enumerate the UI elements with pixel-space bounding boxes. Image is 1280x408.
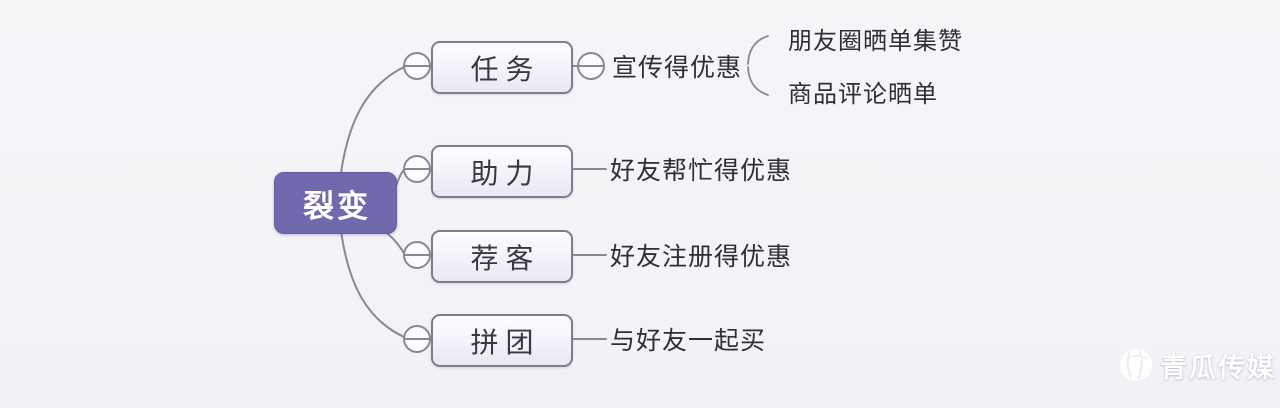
watermark-text: 青瓜传媒 xyxy=(1160,352,1276,383)
child-node-xuanchuan[interactable]: 宣传得优惠 xyxy=(612,54,743,82)
branch-node-renwu[interactable]: 任务 xyxy=(431,41,573,94)
collapse-icon-pintuan[interactable] xyxy=(403,325,431,353)
leaf-node-pengyouquan[interactable]: 朋友圈晒单集赞 xyxy=(788,27,963,55)
child-node-haoyou-bangmang[interactable]: 好友帮忙得优惠 xyxy=(610,157,793,185)
child-node-yihaoyou-mai[interactable]: 与好友一起买 xyxy=(610,327,767,355)
branch-node-pintuan[interactable]: 拼团 xyxy=(431,314,573,367)
branch-node-jianke[interactable]: 荐客 xyxy=(431,230,573,283)
branch-node-zhuli[interactable]: 助力 xyxy=(431,145,573,198)
qinggua-logo-icon xyxy=(1120,349,1152,381)
collapse-icon-zhuli[interactable] xyxy=(403,155,431,183)
brace-connector xyxy=(747,35,769,96)
collapse-icon-renwu[interactable] xyxy=(403,52,431,80)
child-node-haoyou-zhuce[interactable]: 好友注册得优惠 xyxy=(610,243,793,271)
connector-root-to-zhuli xyxy=(395,169,405,187)
collapse-icon-jianke[interactable] xyxy=(403,241,431,269)
collapse-icon-renwu-children[interactable] xyxy=(577,52,605,80)
watermark: 青瓜传媒 xyxy=(1118,346,1280,384)
leaf-node-shangpin[interactable]: 商品评论晒单 xyxy=(788,80,938,108)
connector-root-to-jianke xyxy=(383,230,405,254)
connector-root-to-renwu xyxy=(340,66,405,174)
connector-root-to-pintuan xyxy=(340,230,405,338)
collapse-icons xyxy=(403,52,605,353)
root-node-liebian[interactable]: 裂变 xyxy=(274,172,397,234)
